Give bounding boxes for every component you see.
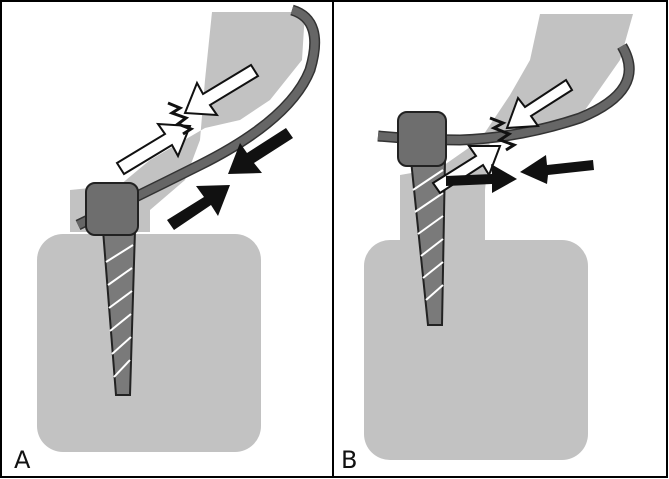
bracket-b [397, 111, 447, 167]
panel-b: B [341, 14, 635, 474]
lower-gray-block-b [364, 240, 588, 460]
screw-threads-a [105, 244, 134, 378]
lightning-contact-icon [489, 116, 518, 152]
white-force-arrow-icon [115, 122, 192, 176]
black-force-arrow-icon [228, 128, 293, 174]
panel-a: A [14, 4, 321, 474]
panel-label-b: B [341, 446, 357, 474]
lower-gray-block-a [37, 234, 261, 452]
black-force-arrow-icon [167, 185, 230, 230]
white-force-arrow-icon [183, 63, 260, 117]
white-force-arrow-icon [505, 78, 574, 130]
black-force-arrow-icon [520, 155, 594, 184]
bracket-a [85, 182, 139, 236]
lightning-contact-icon [167, 101, 195, 136]
black-force-arrow-icon [446, 164, 517, 193]
screw-threads-b [412, 169, 444, 301]
panel-label-a: A [14, 446, 31, 474]
